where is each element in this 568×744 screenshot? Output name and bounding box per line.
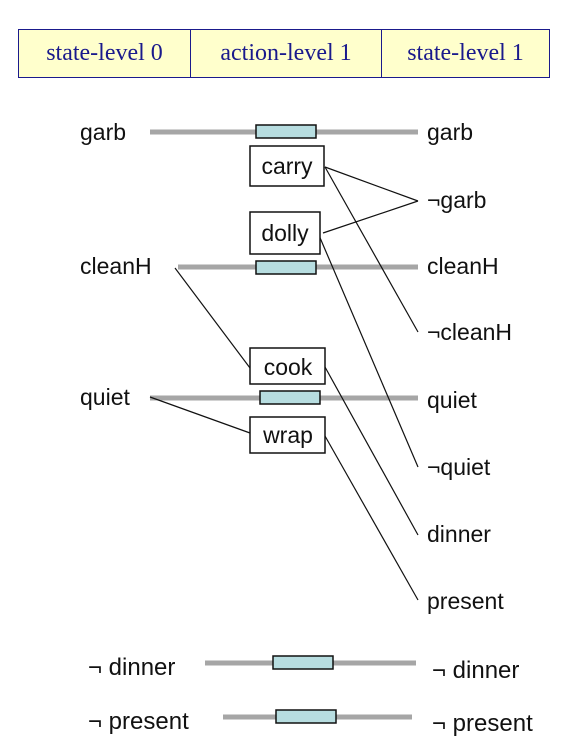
header-state-level-1: state-level 1: [381, 30, 549, 77]
state1-quiet: quiet: [427, 387, 477, 413]
edge-quiet-wrap: [149, 396, 251, 434]
state1-not-garb: ¬garb: [427, 187, 486, 213]
noop-box-cleanH: [255, 260, 317, 275]
action-carry: carry: [261, 153, 313, 179]
state1-present: present: [427, 588, 504, 614]
level-header: state-level 0 action-level 1 state-level…: [18, 29, 550, 78]
edge-dolly-not-quiet: [317, 232, 419, 468]
state1-garb: garb: [427, 119, 473, 145]
bottom-right-not-present: ¬ present: [432, 710, 533, 737]
action-box-wrap: [249, 416, 326, 454]
edge-carry-not-cleanH: [324, 166, 419, 333]
state0-cleanH: cleanH: [80, 253, 152, 279]
edge-cleanH-cook: [174, 267, 251, 369]
header-state-level-0: state-level 0: [46, 40, 163, 66]
header-action-level-1: action-level 1: [190, 30, 381, 77]
noop-boxes: [255, 124, 337, 724]
state1-dinner: dinner: [427, 521, 491, 547]
edge-cook-dinner: [324, 366, 419, 536]
edges: [149, 166, 419, 601]
state1-cleanH: cleanH: [427, 253, 499, 279]
state1-not-cleanH: ¬cleanH: [427, 319, 512, 345]
noop-box-not-dinner: [272, 655, 334, 670]
state0-quiet: quiet: [80, 384, 130, 410]
bottom-left-not-present: ¬ present: [88, 708, 189, 735]
action-cook: cook: [264, 354, 313, 380]
edge-dolly-not-garb: [322, 200, 419, 234]
noop-box-quiet: [259, 390, 321, 405]
action-box-dolly: [249, 211, 321, 255]
noop-box-garb: [255, 124, 317, 139]
action-dolly: dolly: [261, 220, 309, 246]
action-boxes: [249, 145, 326, 454]
state1-not-quiet: ¬quiet: [427, 454, 491, 480]
edge-wrap-present: [324, 435, 419, 601]
bottom-right-not-dinner: ¬ dinner: [432, 657, 519, 684]
bottom-left-not-dinner: ¬ dinner: [88, 654, 175, 681]
action-box-carry: [249, 145, 325, 187]
noop-box-not-present: [275, 709, 337, 724]
action-box-cook: [249, 347, 326, 385]
action-wrap: wrap: [262, 422, 313, 448]
edge-carry-not-garb: [324, 166, 419, 202]
state0-garb: garb: [80, 119, 126, 145]
